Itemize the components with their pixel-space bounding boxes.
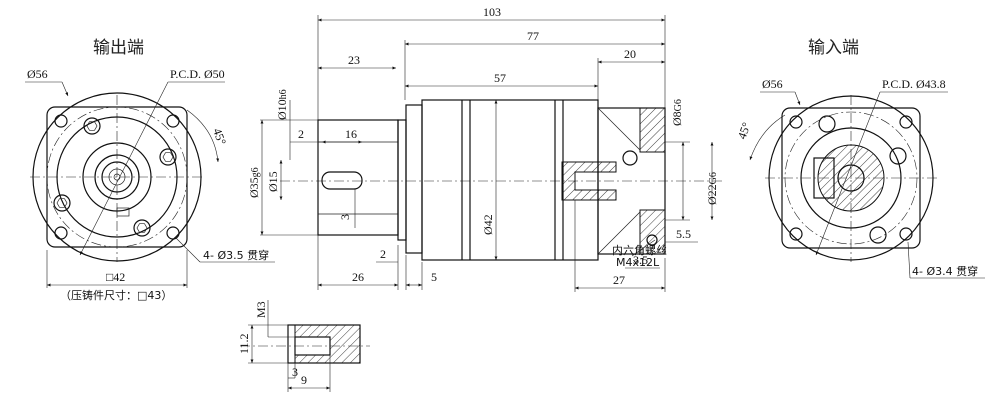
input-pcd: P.C.D. Ø43.8 bbox=[882, 77, 946, 91]
dim-103: 103 bbox=[483, 5, 501, 19]
input-dia-56: Ø56 bbox=[762, 77, 783, 91]
dim-2-key: 2 bbox=[298, 127, 304, 141]
screw-note-1: 内六角螺丝 bbox=[612, 243, 667, 257]
dim-pilot-35: Ø35g6 bbox=[247, 167, 261, 198]
output-angle: 45° bbox=[210, 126, 229, 147]
output-corner-hole bbox=[166, 114, 180, 128]
dim-2-flange: 2 bbox=[380, 247, 386, 261]
dim-5-5: 5.5 bbox=[676, 227, 691, 241]
side-view: 103 77 20 23 57 16 2 3 Ø35g6 Ø15 Ø10h6 bbox=[247, 5, 725, 292]
input-holes: 4- Ø3.4 贯穿 bbox=[912, 264, 978, 278]
dim-bore-8: Ø8G6 bbox=[670, 99, 684, 126]
output-end-title: 输出端 bbox=[93, 38, 144, 58]
dim-23: 23 bbox=[348, 53, 360, 67]
dim-5: 5 bbox=[431, 270, 437, 284]
output-flange bbox=[397, 119, 407, 241]
detail-view: 11.2 M3 3 9 bbox=[237, 300, 370, 392]
output-end-view: 输出端 Ø56 P.C.D. Ø50 bbox=[25, 38, 275, 302]
dim-shaft-15: Ø15 bbox=[266, 171, 280, 192]
dim-26: 26 bbox=[352, 270, 364, 284]
dim-3-5: 3.5 bbox=[633, 253, 648, 267]
detail-height: 11.2 bbox=[237, 333, 251, 354]
dim-pilot-22: Ø22G6 bbox=[705, 172, 719, 205]
screw-note-2: M4x12L bbox=[616, 256, 660, 269]
detail-len-9: 9 bbox=[301, 373, 307, 387]
shaft-key bbox=[321, 171, 363, 190]
dim-16: 16 bbox=[345, 127, 357, 141]
output-hex-screws bbox=[53, 117, 177, 237]
output-corner-hole bbox=[166, 226, 180, 240]
input-end-title: 输入端 bbox=[808, 38, 859, 58]
dim-3-key: 3 bbox=[338, 214, 352, 220]
dim-20: 20 bbox=[624, 47, 636, 61]
output-dia-56: Ø56 bbox=[27, 67, 48, 81]
dim-77: 77 bbox=[527, 29, 539, 43]
output-corner-hole bbox=[54, 114, 68, 128]
dim-27: 27 bbox=[613, 273, 625, 287]
output-casting-note: （压铸件尺寸：□43） bbox=[60, 288, 172, 302]
detail-len-3: 3 bbox=[292, 365, 298, 379]
dim-shaft-10: Ø10h6 bbox=[275, 89, 289, 120]
dim-body-42: Ø42 bbox=[481, 214, 495, 235]
dim-57: 57 bbox=[494, 71, 506, 85]
output-square: □42 bbox=[106, 270, 125, 284]
motor-adapter-section bbox=[561, 107, 666, 255]
detail-thread: M3 bbox=[254, 301, 268, 318]
output-shaft bbox=[317, 119, 399, 236]
output-corner-hole bbox=[54, 226, 68, 240]
flange-ring bbox=[405, 104, 423, 254]
output-holes: 4- Ø3.5 贯穿 bbox=[203, 248, 269, 262]
input-angle: 45° bbox=[735, 120, 754, 141]
output-pcd: P.C.D. Ø50 bbox=[170, 67, 225, 81]
input-end-view: 输入端 Ø56 P.C.D. Ø43.8 45° 4- Ø3.4 贯穿 bbox=[735, 38, 985, 279]
